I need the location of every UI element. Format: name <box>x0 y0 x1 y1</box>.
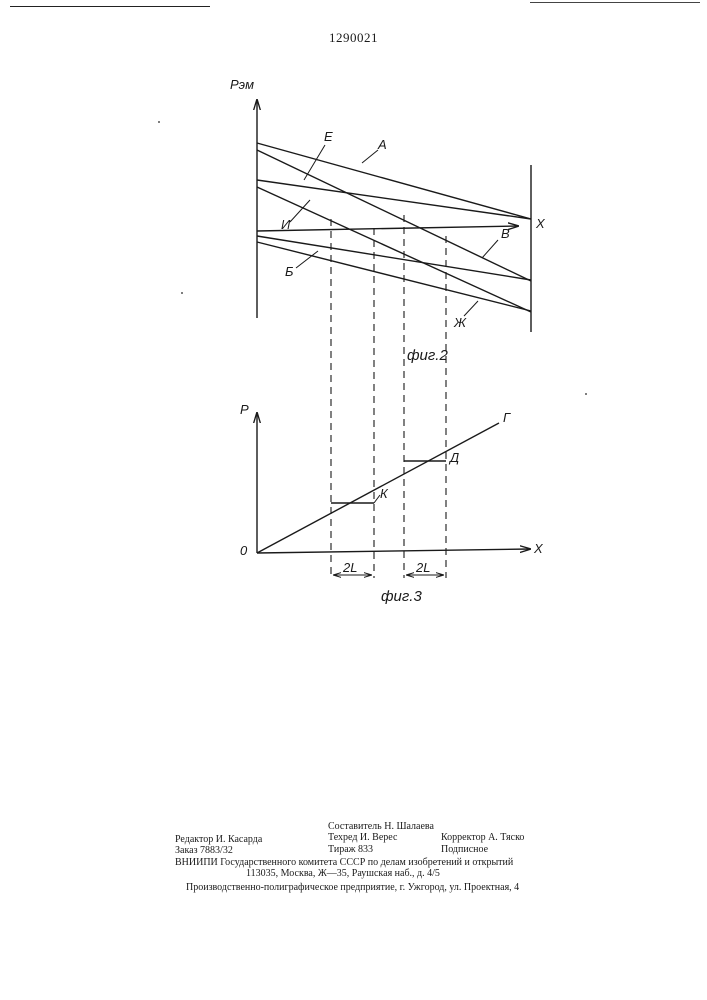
imprint-circulation: Тираж 833 <box>328 844 373 855</box>
fig3-label-d: Д <box>448 450 459 465</box>
fig2-line-v <box>257 236 531 280</box>
fig2-line-a <box>257 143 531 219</box>
fig2-label-i: И <box>281 217 291 232</box>
fig2-leader-zh <box>464 301 478 316</box>
imprint-compiler: Составитель Н. Шалаева <box>328 821 434 832</box>
fig2-x-axis-label: Х <box>535 216 546 231</box>
fig3-line-g <box>257 423 499 553</box>
projection-lines <box>331 215 446 578</box>
fig2-line-e <box>257 150 531 281</box>
fig2-x-axis <box>257 226 518 231</box>
speck-mid <box>181 292 183 294</box>
fig3-caption: фиг.3 <box>381 588 422 605</box>
fig3-label-k: К <box>380 486 389 501</box>
imprint-address: 113035, Москва, Ж—35, Раушская наб., д. … <box>246 868 440 879</box>
speck-left <box>158 121 160 123</box>
fig3-interval-label-2: 2L <box>415 560 430 575</box>
fig2-leader-b <box>296 251 318 268</box>
fig2-leader-v <box>482 240 498 258</box>
fig2-label-b: Б <box>285 264 294 279</box>
imprint-org: ВНИИПИ Государственного комитета СССР по… <box>175 857 513 868</box>
fig2-label-a: А <box>377 137 387 152</box>
imprint-corrector: Корректор А. Тяско <box>441 832 524 843</box>
fig2-line-b <box>257 242 531 311</box>
imprint-subscription: Подписное <box>441 844 488 855</box>
fig3-y-axis-label: Р <box>240 402 249 417</box>
imprint-order: Заказ 7883/32 <box>175 845 233 856</box>
speck-right <box>585 393 587 395</box>
fig3-x-axis <box>257 549 530 553</box>
fig2-y-axis-label: Рэм <box>230 77 254 92</box>
fig2-caption: фиг.2 <box>407 347 448 364</box>
imprint-printer: Производственно-полиграфическое предприя… <box>186 882 519 893</box>
figure-2 <box>257 100 531 578</box>
fig3-origin-label: 0 <box>240 543 248 558</box>
fig2-label-e: Е <box>324 129 333 144</box>
fig2-label-zh: Ж <box>453 315 467 330</box>
fig3-x-axis-label: Х <box>533 541 544 556</box>
fig2-leader-a <box>362 150 378 163</box>
imprint-editor: Редактор И. Касарда <box>175 834 262 845</box>
fig2-leader-e <box>304 145 325 180</box>
fig2-label-v: В <box>501 226 510 241</box>
figure-2-labels: Рэм Х А Е И В Б Ж фиг.2 <box>230 77 546 364</box>
fig3-label-g: Г <box>503 410 511 425</box>
figure-3 <box>257 413 530 575</box>
fig3-interval-label-1: 2L <box>342 560 357 575</box>
figure-3-labels: Р Х 0 Г Д К 2L 2L фиг.3 <box>240 402 544 605</box>
imprint-techred: Техред И. Верес <box>328 832 397 843</box>
